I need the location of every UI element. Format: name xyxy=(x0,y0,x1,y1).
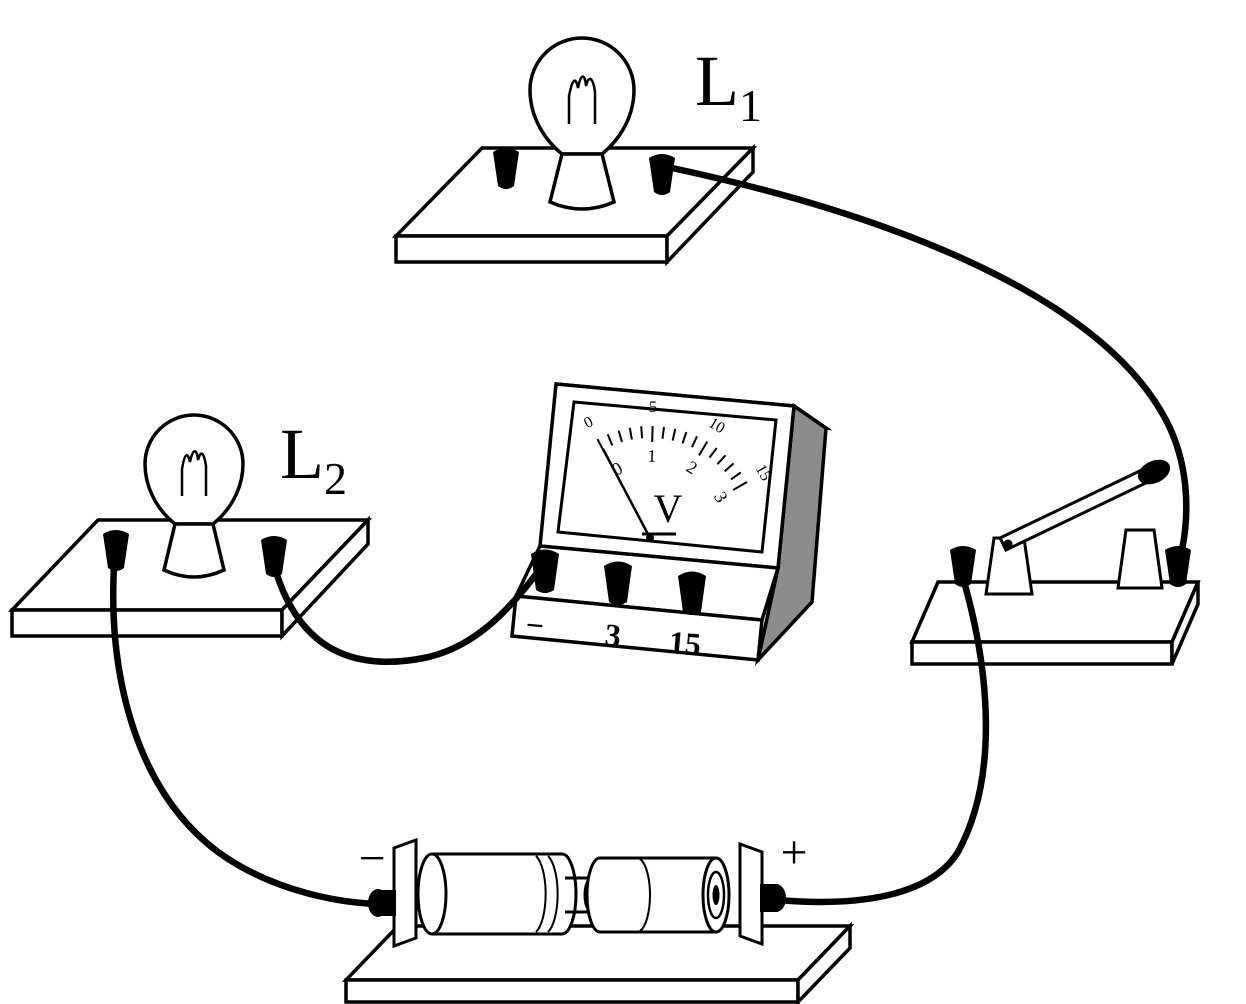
battery-bracket-right xyxy=(738,841,764,947)
battery: − + xyxy=(341,826,855,1004)
cell-end-cap xyxy=(561,852,578,936)
terminal-label-minus: − xyxy=(524,606,545,643)
switch-terminal-left xyxy=(950,546,976,587)
lamp-l1-terminal-left xyxy=(493,148,519,189)
switch-contact-post xyxy=(1116,528,1164,590)
bulb-glass-icon xyxy=(528,36,636,156)
tick-minor xyxy=(691,435,698,448)
voltmeter-dial xyxy=(556,400,778,554)
lamp-l2-bulb xyxy=(143,413,245,579)
tick-minor xyxy=(723,462,735,473)
terminal-label-15: 15 xyxy=(667,624,702,663)
cell-seam-line xyxy=(535,855,547,933)
cell-end-cap xyxy=(585,856,601,934)
battery-bracket-left xyxy=(392,837,418,949)
tick-minor xyxy=(671,428,677,441)
cell-terminal-ring xyxy=(706,870,726,920)
lamp-l1-base-front xyxy=(394,234,669,264)
battery-negative-label: − xyxy=(358,832,385,885)
lamp-l2-base-side xyxy=(280,515,370,641)
bulb-filament-icon xyxy=(567,75,597,124)
outer-scale-5: 5 xyxy=(649,399,657,416)
switch-terminal-right xyxy=(1165,546,1191,587)
tick-minor xyxy=(661,426,665,439)
lamp-l1-label: L1 xyxy=(695,41,762,131)
tick-minor xyxy=(617,430,623,443)
switch-base-front xyxy=(910,640,1174,666)
wire-battery-negative-to-l2 xyxy=(110,562,388,908)
tick-minor xyxy=(640,426,644,439)
wire-l1-to-switch xyxy=(668,164,1190,554)
lamp-l2: L2 xyxy=(7,413,373,641)
battery-base-front xyxy=(344,978,800,1004)
wire-l2-to-voltmeter xyxy=(272,560,548,665)
bulb-glass-icon xyxy=(143,413,245,526)
cell-body xyxy=(600,858,716,932)
switch-base-side xyxy=(1170,581,1200,665)
voltmeter-terminal-common xyxy=(531,549,559,593)
inner-scale-1: 1 xyxy=(647,446,656,466)
voltmeter: 0 5 10 15 0 1 2 3 V − 3 15 xyxy=(510,382,833,666)
bulb-filament-icon xyxy=(180,450,208,496)
tick-minor xyxy=(708,447,718,459)
battery-cell-2 xyxy=(585,856,731,934)
tick-minor xyxy=(628,427,633,440)
terminal-label-3: 3 xyxy=(603,616,622,653)
lamp-l1-terminal-right xyxy=(649,154,675,195)
voltmeter-scale-ticks xyxy=(596,425,748,491)
lamp-l2-terminal-left xyxy=(103,530,129,571)
switch-pivot-pin xyxy=(1003,539,1013,549)
bulb-socket-icon xyxy=(161,522,227,579)
tick-major xyxy=(732,481,748,491)
tick-minor xyxy=(606,433,614,446)
battery-positive-label: + xyxy=(780,826,807,879)
tick-minor xyxy=(730,471,742,481)
battery-base-top xyxy=(341,924,855,982)
cell-body xyxy=(432,854,562,934)
switch xyxy=(909,459,1201,666)
voltmeter-terminal-15v xyxy=(678,571,706,615)
outer-scale-15: 15 xyxy=(752,462,775,484)
voltmeter-front-strip xyxy=(510,594,764,662)
lamp-l2-terminal-right xyxy=(261,536,287,577)
wires xyxy=(110,164,1190,908)
battery-cell-1 xyxy=(416,852,601,936)
lamp-l2-base-front xyxy=(10,608,284,638)
switch-base-top xyxy=(909,580,1201,644)
outer-scale-10: 10 xyxy=(705,414,727,437)
tick-minor xyxy=(716,454,727,465)
lamp-l1: L1 xyxy=(391,36,762,267)
needle-pivot xyxy=(646,534,654,542)
tick-major xyxy=(698,441,709,456)
voltmeter-terminal-3v xyxy=(604,561,632,605)
voltmeter-needle xyxy=(601,448,652,539)
voltmeter-unit-label: V xyxy=(654,486,683,531)
wire-switch-to-battery-positive xyxy=(774,581,990,906)
switch-knob-icon xyxy=(1137,459,1171,485)
cell-end-cap xyxy=(416,852,448,936)
cell-terminal-dot xyxy=(712,885,720,905)
lamp-l2-label: L2 xyxy=(280,414,347,504)
cell-seam-line xyxy=(639,858,651,932)
tick-minor xyxy=(681,431,688,444)
bulb-socket-icon xyxy=(547,152,617,211)
battery-base-side xyxy=(796,921,852,1004)
cell-seam-line xyxy=(547,855,559,933)
lamp-l1-bulb xyxy=(528,36,636,211)
